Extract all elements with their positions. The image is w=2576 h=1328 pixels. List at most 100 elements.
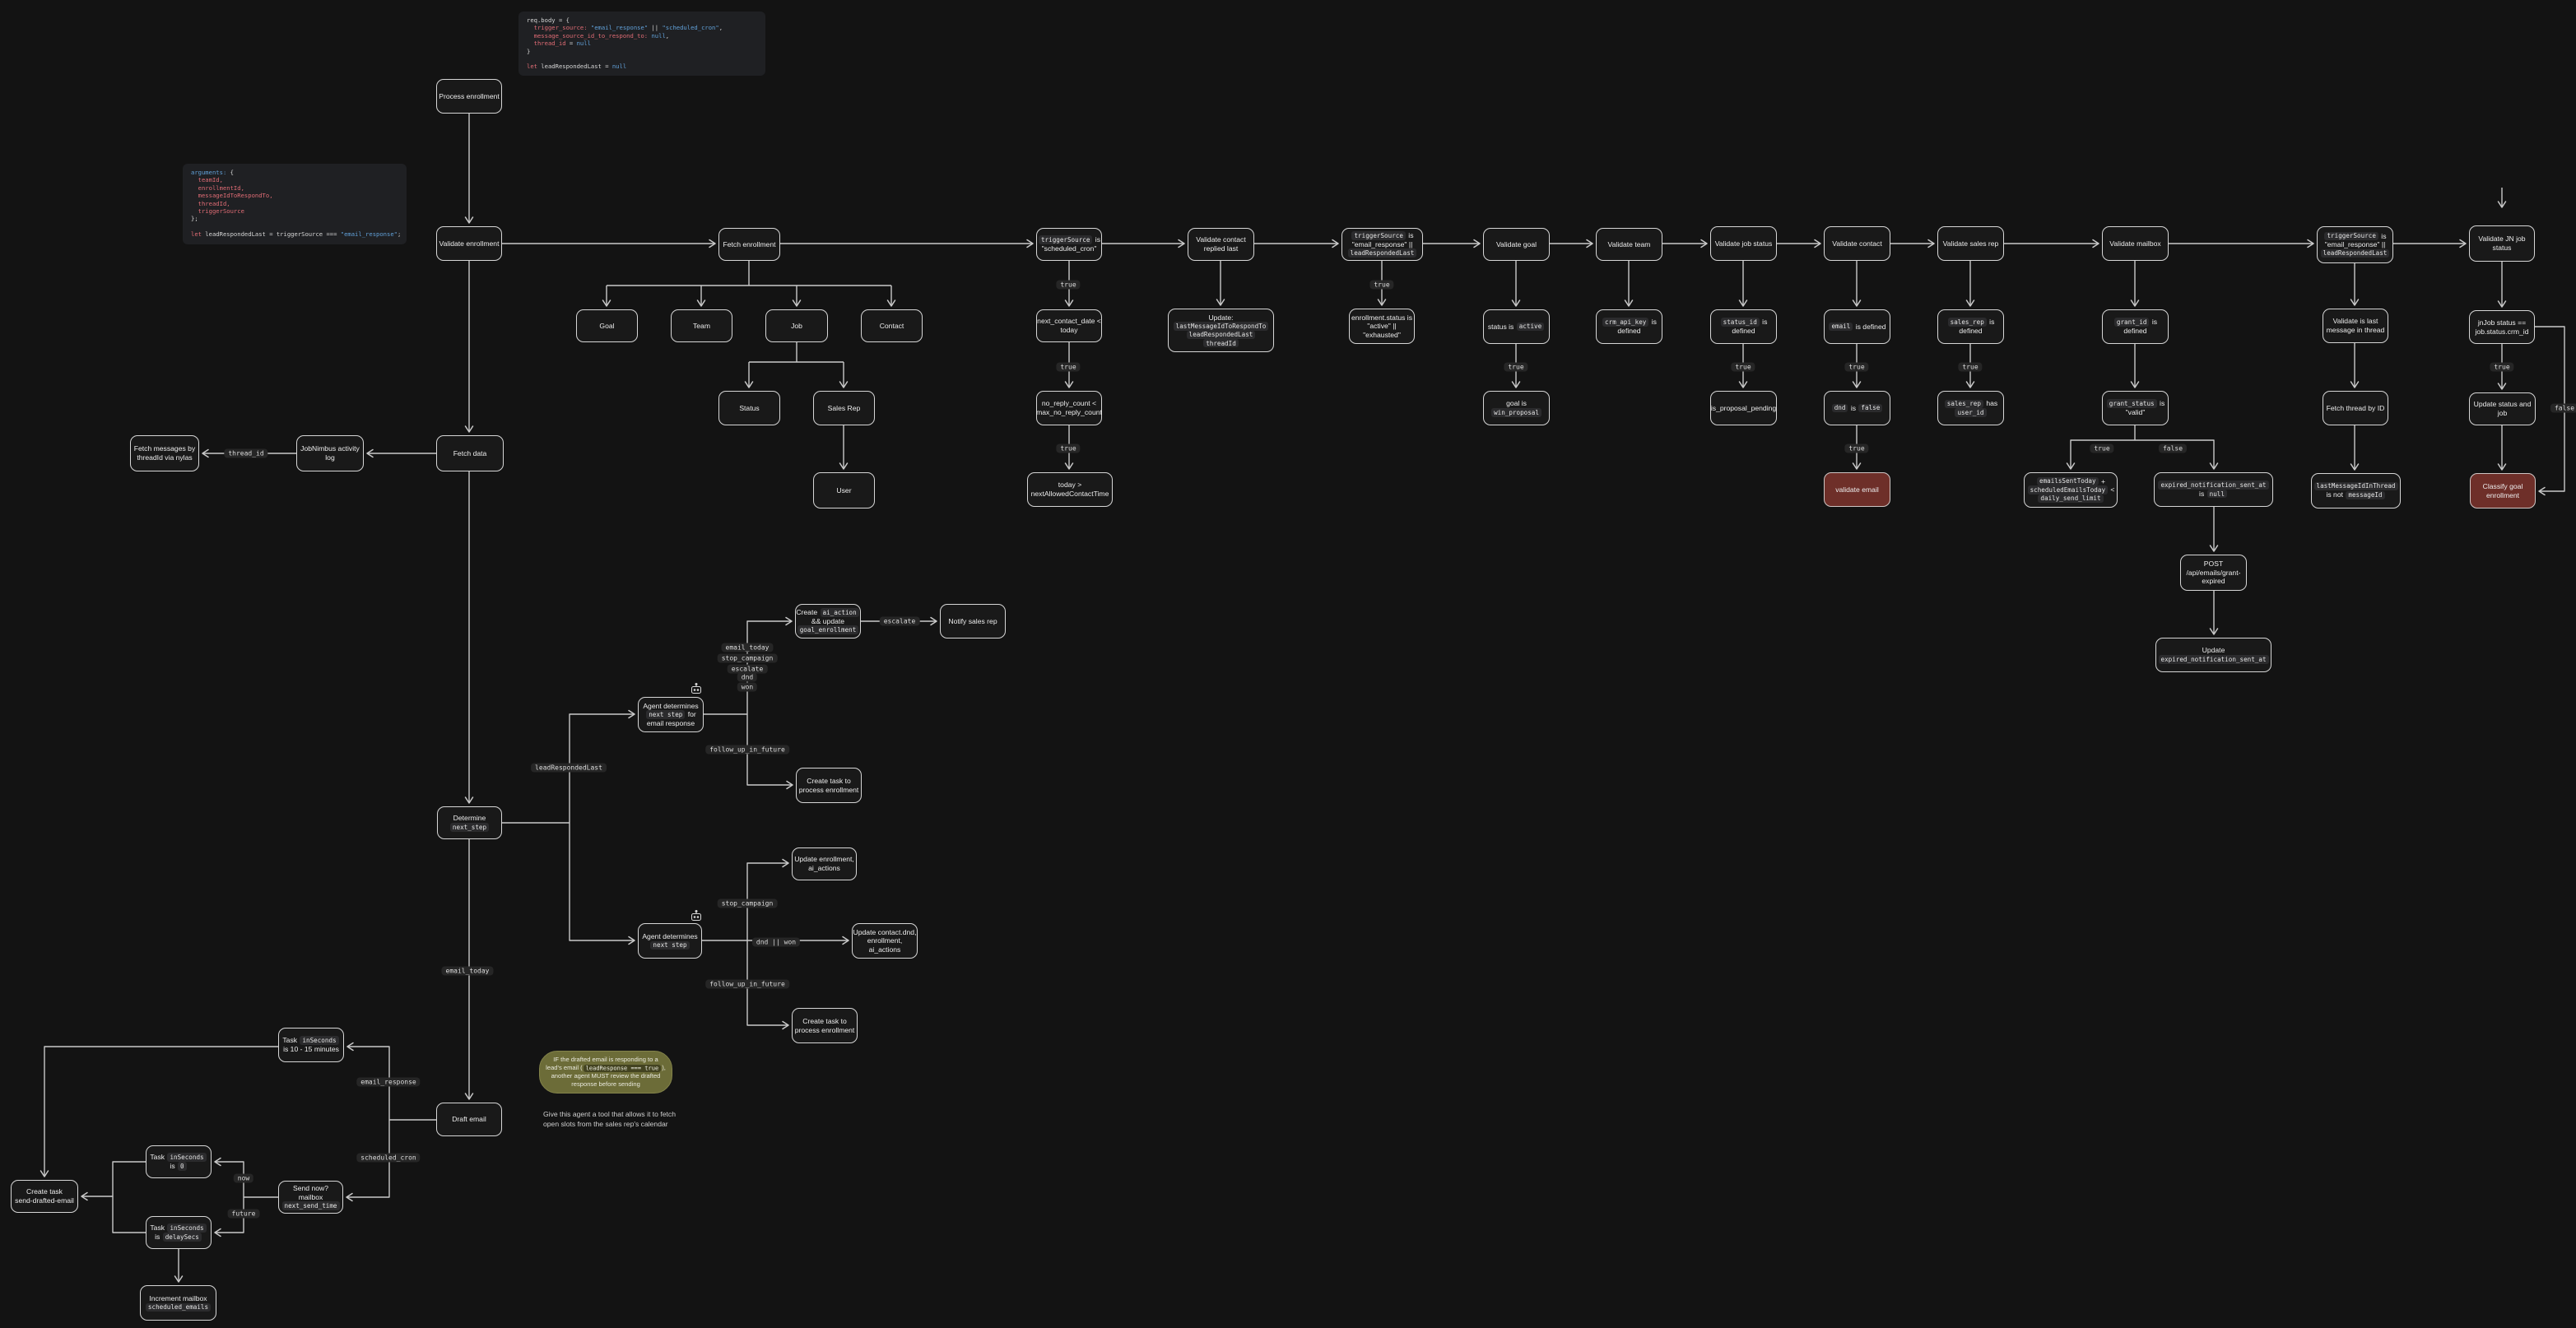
code-block-cb2[interactable]: arguments: { teamId, enrollmentId, messa… [183, 164, 407, 244]
edge-label-t5[interactable]: true [1504, 362, 1528, 372]
edge-label-t11[interactable]: true [2490, 362, 2514, 372]
edge-label-escalate1[interactable]: escalate [879, 616, 920, 626]
flow-node-validate-sales-rep[interactable]: Validate sales rep [1937, 226, 2004, 261]
edge-label-now-l[interactable]: now [233, 1173, 254, 1183]
flow-node-fetch-thread[interactable]: Fetch thread by ID [2323, 391, 2388, 425]
flow-node-fetch-data[interactable]: Fetch data [436, 435, 504, 471]
flow-node-validate-email[interactable]: validate email [1824, 472, 1890, 507]
annotation-text[interactable]: Give this agent a tool that allows it to… [543, 1110, 676, 1129]
flow-node-notify-rep[interactable]: Notify sales rep [940, 604, 1006, 638]
flow-node-update-contact-dnd[interactable]: Update contact.dnd,enrollment,ai_actions [852, 923, 918, 959]
flow-node-trigger-email-1[interactable]: triggerSource is"email_response" ||leadR… [1341, 228, 1423, 261]
edge-label-t1[interactable]: true [1056, 280, 1081, 290]
edge-label-stop-campaign2[interactable]: stop_campaign [717, 898, 778, 908]
edge-label-email-today2[interactable]: email_today [441, 966, 494, 976]
flow-node-draft-email[interactable]: Draft email [436, 1103, 502, 1136]
edge-label-t4[interactable]: true [1369, 280, 1394, 290]
flow-node-goal[interactable]: Goal [576, 309, 638, 342]
edge-label-dnd1[interactable]: dnd [737, 672, 758, 682]
flow-node-jnjob-status[interactable]: jnJob status ==job.status.crm_id [2469, 310, 2535, 344]
flow-node-trigger-email-2[interactable]: triggerSource is"email_response" ||leadR… [2317, 226, 2393, 263]
flow-node-trigger-scheduled[interactable]: triggerSource is"scheduled_cron" [1036, 228, 1102, 261]
flow-node-update-enr-ai[interactable]: Update enrollment,ai_actions [792, 847, 857, 880]
flow-node-validate-job-status[interactable]: Validate job status [1710, 226, 1777, 261]
flow-node-grant-status[interactable]: grant_status is"valid" [2102, 391, 2169, 425]
flow-node-validate-goal[interactable]: Validate goal [1483, 228, 1550, 261]
edge-label-scheduled-cron-l[interactable]: scheduled_cron [356, 1153, 421, 1163]
flow-node-sales-rep[interactable]: Sales Rep [813, 391, 875, 425]
flow-node-status-active[interactable]: status is active [1483, 309, 1550, 344]
flow-node-user[interactable]: User [813, 472, 875, 508]
flow-node-emails-sent[interactable]: emailsSentToday +scheduledEmailsToday <d… [2024, 472, 2118, 508]
edge-label-dnd-won[interactable]: dnd || won [751, 937, 801, 947]
flow-node-contact[interactable]: Contact [861, 309, 923, 342]
flow-node-team[interactable]: Team [671, 309, 732, 342]
edge-label-stop-campaign1[interactable]: stop_campaign [717, 653, 778, 663]
edge-label-t3[interactable]: true [1056, 443, 1081, 453]
flow-node-today-next-allowed[interactable]: today >nextAllowedContactTime [1027, 472, 1113, 507]
edge-label-escalate2[interactable]: escalate [727, 664, 768, 674]
flow-node-status[interactable]: Status [718, 391, 780, 425]
edge-label-t7[interactable]: true [1844, 362, 1869, 372]
edge-label-lead-responded[interactable]: leadRespondedLast [531, 763, 607, 773]
edge-label-won1[interactable]: won [737, 682, 758, 692]
edge-label-email-today1[interactable]: email_today [721, 643, 774, 652]
flow-node-no-reply-count[interactable]: no_reply_count <max_no_reply_count [1036, 391, 1102, 425]
flow-node-validate-mailbox[interactable]: Validate mailbox [2102, 226, 2169, 261]
flow-node-is-proposal-pending[interactable]: is_proposal_pending [1710, 391, 1777, 425]
flow-node-validate-contact2[interactable]: Validate contact [1824, 226, 1890, 261]
edge-label-t2[interactable]: true [1056, 362, 1081, 372]
flow-node-next-contact-date[interactable]: next_contact_date <today [1036, 309, 1102, 342]
edge-label-thread-id-l[interactable]: thread_id [224, 448, 268, 458]
flow-node-email-defined[interactable]: email is defined [1824, 309, 1890, 344]
edge-label-future-l[interactable]: future [227, 1209, 260, 1219]
flow-node-process-enrollment[interactable]: Process enrollment [436, 79, 502, 114]
flow-node-dnd-false[interactable]: dnd is false [1824, 391, 1890, 425]
edge-label-follow-up2[interactable]: follow_up_in_future [705, 979, 789, 989]
edge-label-email-response-l[interactable]: email_response [356, 1077, 421, 1087]
flow-node-post-grant[interactable]: POST/api/emails/grant-expired [2180, 555, 2247, 591]
flow-node-fetch-enrollment[interactable]: Fetch enrollment [718, 228, 780, 261]
edge-label-t9[interactable]: true [1958, 362, 1983, 372]
edge-label-follow-up1[interactable]: follow_up_in_future [705, 745, 789, 755]
flow-node-validate-enrollment[interactable]: Validate enrollment [436, 226, 502, 261]
edge-label-t8[interactable]: true [1844, 443, 1869, 453]
edge-label-t10[interactable]: true [2090, 443, 2114, 453]
code-block-cb1[interactable]: req.body = { trigger_source: "email_resp… [518, 12, 765, 76]
flow-node-validate-team[interactable]: Validate team [1596, 228, 1662, 261]
edge-label-f1[interactable]: false [2158, 443, 2188, 453]
flow-node-job[interactable]: Job [765, 309, 828, 342]
edge-label-t6[interactable]: true [1731, 362, 1755, 372]
flow-node-enrollment-status[interactable]: enrollment.status is"active" ||"exhauste… [1349, 309, 1415, 344]
